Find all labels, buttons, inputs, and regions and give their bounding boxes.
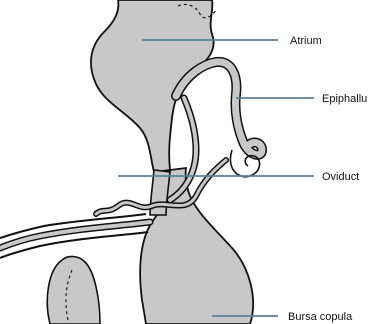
label-epiphallus: Epiphallu (322, 93, 367, 105)
label-oviduct: Oviduct (322, 171, 359, 183)
label-bursa: Bursa copula (288, 311, 353, 323)
label-atrium: Atrium (290, 35, 322, 47)
